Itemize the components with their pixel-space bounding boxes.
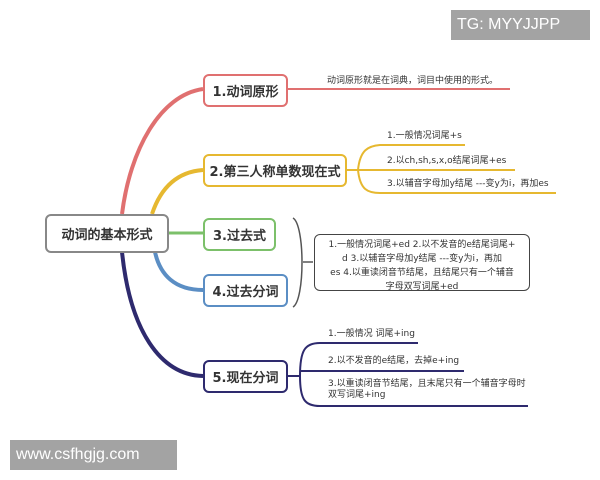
branch-node-present-participle[interactable]: 5.现在分词: [203, 360, 288, 393]
branch-label: 2.第三人称单数现在式: [209, 165, 341, 180]
root-node[interactable]: 动词的基本形式: [45, 214, 169, 253]
leaf-text: 2.以不发音的e结尾，去掉e+ing: [328, 356, 460, 366]
note-line: d 3.以辅音字母加y结尾 ---变y为i，再加: [342, 254, 502, 264]
branch-node-verb-base-form[interactable]: 1.动词原形: [203, 74, 288, 107]
watermark-bottom-left: www.csfhgjg.com: [10, 440, 177, 470]
watermark-top-right: TG: MYYJJPP: [451, 10, 590, 40]
branch-node-third-person-singular[interactable]: 2.第三人称单数现在式: [203, 154, 347, 187]
root-label: 动词的基本形式: [61, 228, 153, 243]
leaf-text: 动词原形就是在词典，词目中使用的形式。: [327, 76, 499, 86]
leaf-text: 2.以ch,sh,s,x,o结尾词尾+es: [387, 156, 507, 166]
note-line: 1.一般情况词尾+ed 2.以不发音的e结尾词尾+: [328, 240, 516, 250]
watermark-text: www.csfhgjg.com: [16, 446, 140, 463]
watermark-text: TG: MYYJJPP: [457, 16, 561, 33]
branch-node-past-participle[interactable]: 4.过去分词: [203, 274, 288, 307]
branch-label: 1.动词原形: [212, 85, 279, 100]
note-line: 字母双写词尾+ed: [385, 282, 459, 292]
branch-label: 4.过去分词: [212, 285, 279, 300]
branch-label: 3.过去式: [213, 229, 266, 244]
leaf-text: 1.一般情况 词尾+ing: [328, 329, 415, 339]
note-line: es 4.以重读闭音节结尾，且结尾只有一个辅音: [330, 268, 514, 278]
branch-label: 5.现在分词: [212, 371, 279, 386]
past-forms-note-box: 1.一般情况词尾+ed 2.以不发音的e结尾词尾+ d 3.以辅音字母加y结尾 …: [314, 234, 530, 292]
leaf-text: 1.一般情况词尾+s: [387, 131, 462, 141]
leaf-text: 3.以重读闭音节结尾，且末尾只有一个辅音字母时双写词尾+ing: [328, 379, 526, 400]
branch-node-past-tense[interactable]: 3.过去式: [203, 218, 276, 251]
leaf-text: 3.以辅音字母加y结尾 ---变y为i，再加es: [387, 179, 549, 189]
